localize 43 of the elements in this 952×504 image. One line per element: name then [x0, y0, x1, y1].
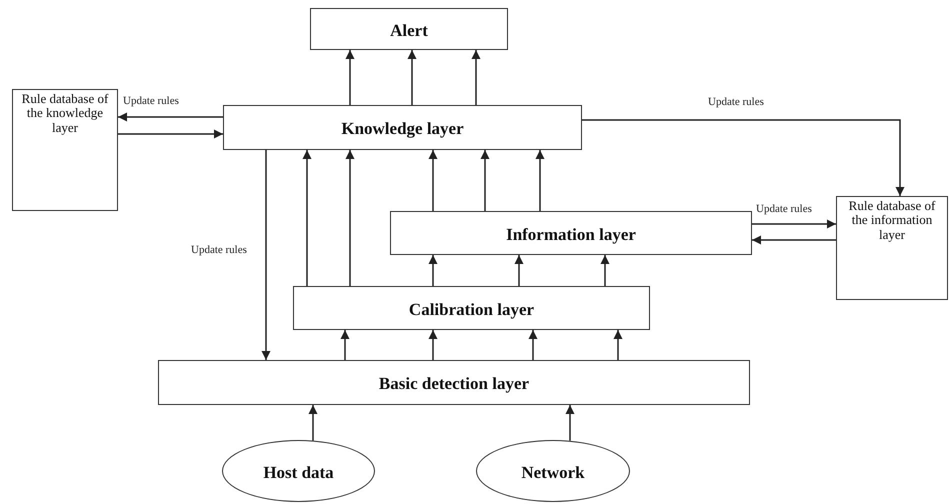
arrow: [340, 330, 350, 360]
node-label: Rule database of the information layer: [848, 199, 936, 242]
arrow: [514, 255, 524, 286]
arrow: [308, 405, 318, 441]
process-box: [158, 360, 750, 405]
arrow: [566, 405, 574, 441]
arrow: [302, 150, 312, 286]
node-label: Host data: [263, 462, 334, 484]
node-label: Information layer: [506, 224, 636, 246]
arrow: [480, 150, 490, 211]
arrow: [600, 255, 610, 286]
process-box: [836, 196, 948, 300]
process-box: [310, 8, 508, 50]
arrow: [262, 150, 270, 360]
arrow: [346, 150, 354, 286]
arrow: [346, 50, 354, 105]
arrow: [536, 150, 544, 211]
edge-label: Update rules: [122, 95, 180, 108]
edge-label: Update rules: [707, 96, 765, 110]
process-box: [390, 211, 752, 255]
process-box: [12, 89, 118, 211]
arrow: [752, 236, 836, 244]
node-label: Network: [521, 462, 585, 484]
arrow: [614, 330, 622, 360]
arrow: [408, 50, 416, 105]
arrow: [428, 330, 438, 360]
node-label: Calibration layer: [408, 300, 534, 320]
node-label: Alert: [390, 20, 428, 42]
arrow: [528, 330, 538, 360]
arrow: [118, 112, 223, 122]
edge-label: Update rules: [755, 203, 813, 216]
process-box: [223, 105, 582, 150]
arrow: [428, 150, 438, 211]
edge-label: Update rules: [190, 244, 248, 258]
arrow: [752, 220, 836, 228]
node-label: Rule database of the knowledge layer: [21, 92, 109, 135]
process-box: [293, 286, 650, 330]
node-label: Basic detection layer: [378, 374, 530, 395]
arrow: [428, 255, 438, 286]
arrow: [118, 130, 223, 138]
node-label: Knowledge layer: [341, 119, 464, 140]
arrow: [582, 119, 904, 196]
arrow: [472, 50, 480, 105]
